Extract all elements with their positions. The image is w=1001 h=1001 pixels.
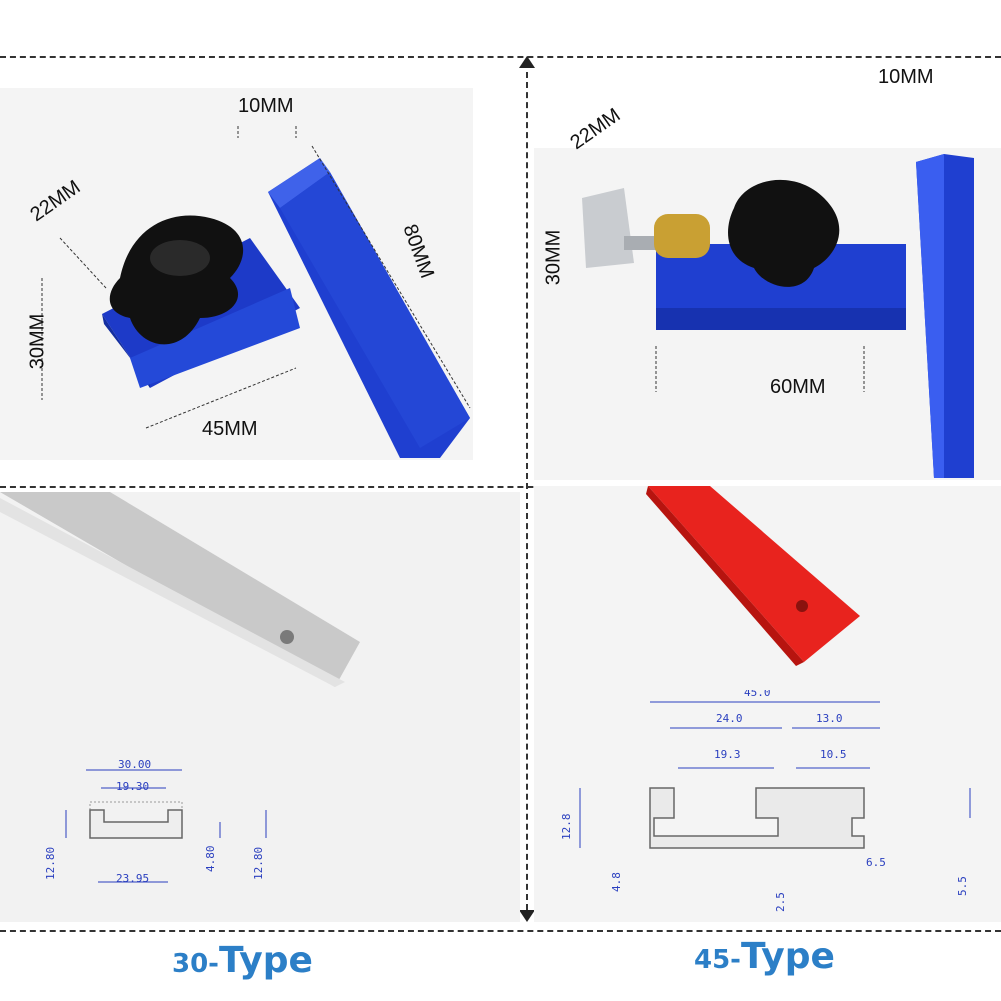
profile-30-labels: 30.00 19.30 23.95 12.80 4.80 12.80 [44,758,265,885]
dim-body-right: 60MM [770,376,826,398]
dim-height-left-30: 12.80 [44,847,57,880]
dim-outer-45: 45.0 [744,690,771,699]
type-45-label: 45-Type [694,936,835,977]
dim-rail-width-right: 10MM [878,66,934,88]
top-right-product-image [582,154,974,478]
dim-outer-30: 30.00 [118,758,151,771]
dim-right-45: 13.0 [816,712,843,725]
arrow-down-icon [519,910,535,922]
profile-30-drawing [65,769,267,883]
dim-mid-30: 4.80 [204,846,217,873]
dim-height-45: 12.8 [560,814,573,841]
dim-body: 45MM [202,418,258,440]
dim-left-45: 24.0 [716,712,743,725]
profile-45-drawing [579,701,971,849]
dim-height: 30MM [26,313,49,370]
bottom-divider [0,930,1001,932]
type-30-label: 30-Type [172,940,313,981]
middle-divider [0,486,1001,488]
red-rail-image [579,486,971,849]
red-rail-photo [534,486,1001,922]
center-divider [526,62,528,920]
top-left-product-image [41,126,471,458]
dim-bottom-30: 23.95 [116,872,149,885]
dim-inner-30: 19.30 [116,780,149,793]
dim-step-45: 6.5 [866,856,886,869]
dim-lip-45: 4.8 [610,872,623,892]
dim-left-inner-45: 19.3 [714,748,741,761]
top-divider [0,56,1001,58]
top-right-photo [534,148,1001,480]
dim-height-right: 30MM [542,229,565,286]
dim-gap-45: 2.5 [774,892,787,912]
profile-45-labels: 45.0 24.0 13.0 19.3 10.5 12.8 4.8 2.5 6.… [560,690,969,912]
dim-right-inner-45: 10.5 [820,748,847,761]
silver-rail-image [0,492,360,883]
dim-height-right-30: 12.80 [252,847,265,880]
arrow-up-icon [519,56,535,68]
dim-side-45: 5.5 [956,876,969,896]
dim-rail-width: 10MM [238,95,294,117]
top-left-photo [0,88,473,460]
silver-rail-photo [0,492,520,922]
